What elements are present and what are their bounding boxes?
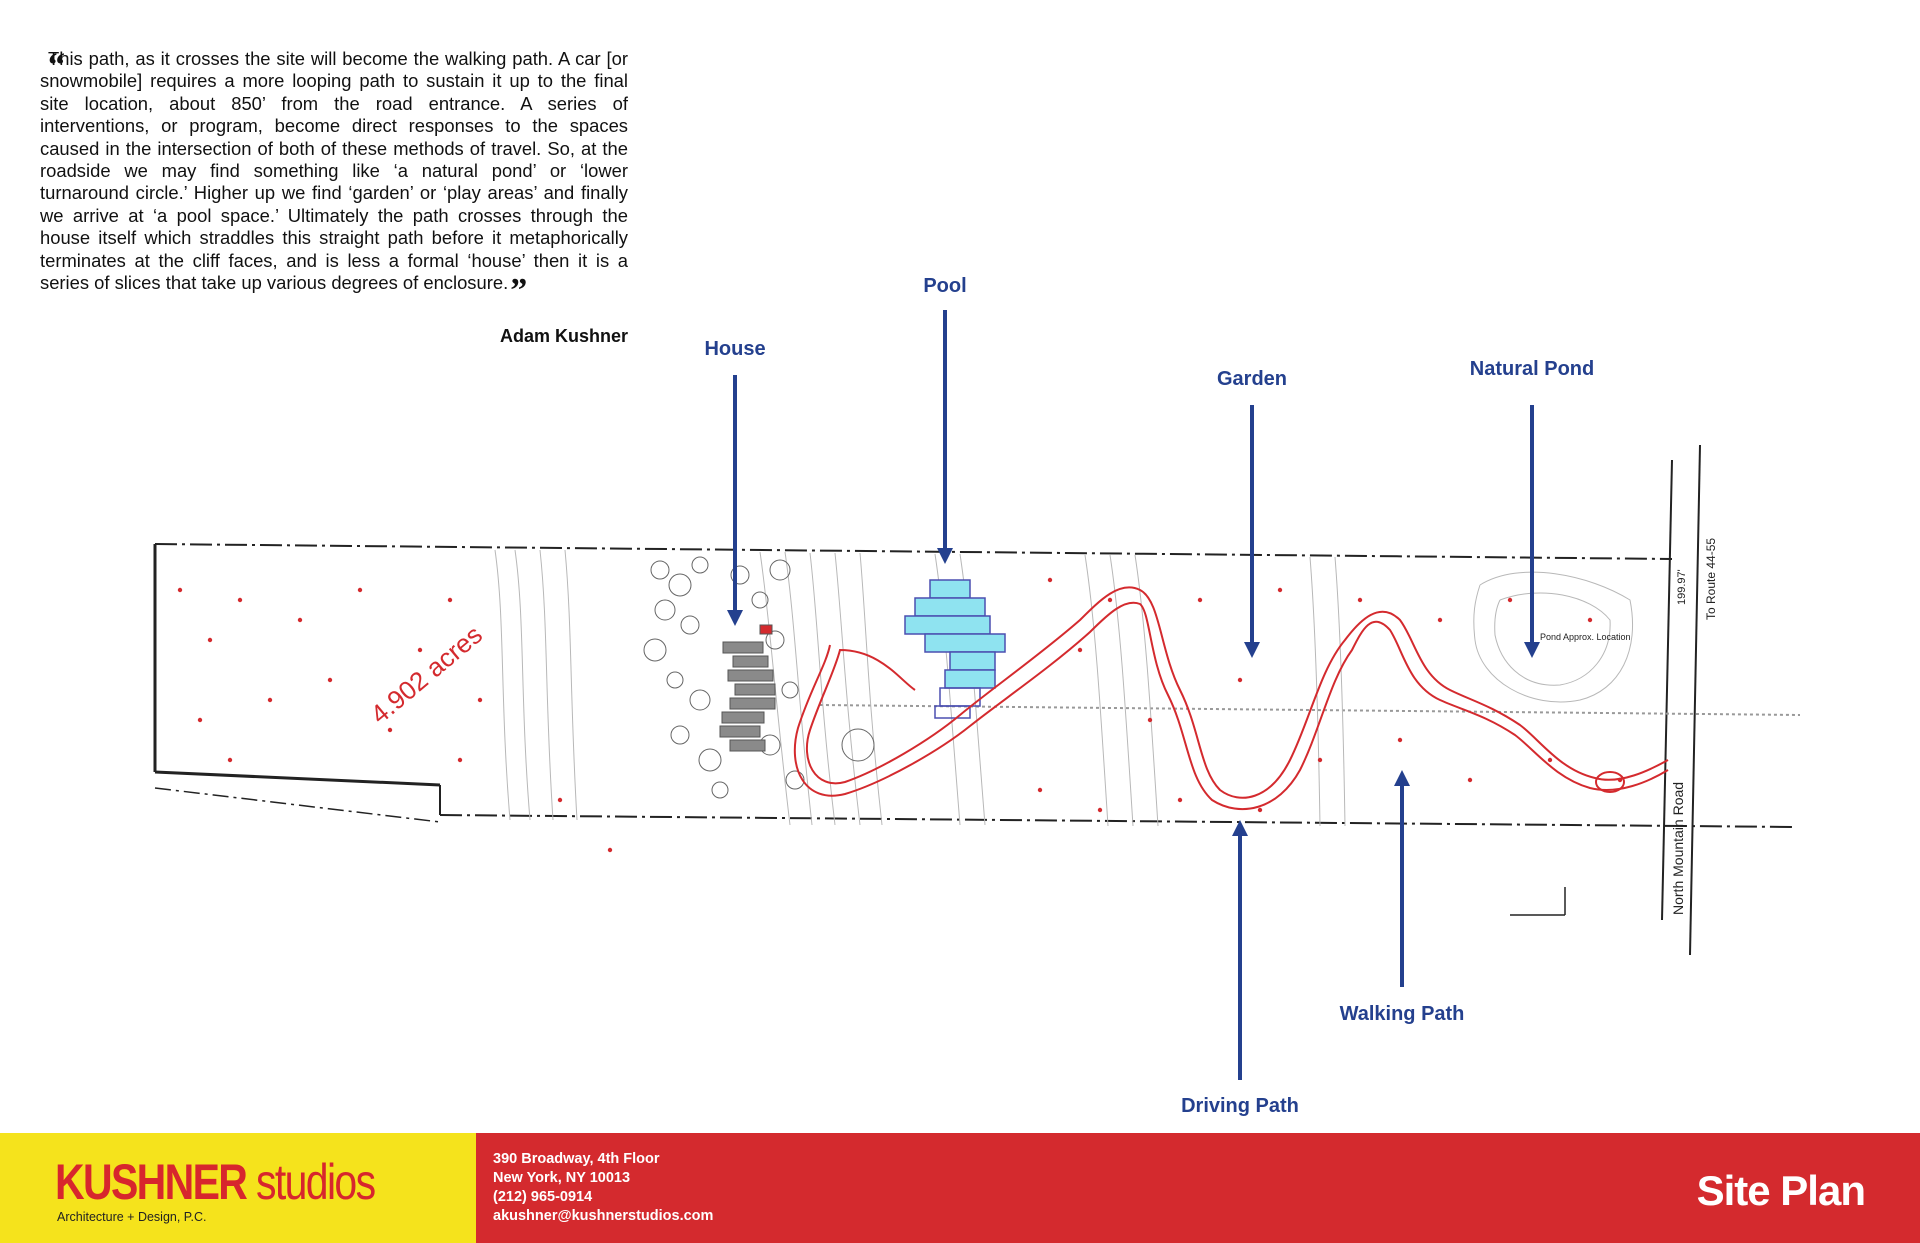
house-label: House (704, 338, 765, 360)
pool-footprint (904, 579, 1006, 719)
house-footprint (719, 624, 776, 752)
natural-pond-label: Natural Pond (1470, 358, 1594, 380)
brand-name: KUSHNER (55, 1154, 248, 1210)
brand-logo: KUSHNER studios (55, 1153, 376, 1211)
brand-tagline: Architecture + Design, P.C. (57, 1210, 207, 1224)
driving-path-label: Driving Path (1181, 1095, 1299, 1117)
annotation-arrows (727, 310, 1540, 1080)
tree-cluster (643, 556, 875, 799)
north-mountain-road (1510, 444, 1701, 956)
dimension-note: 199.97' (1676, 569, 1688, 605)
sheet-title: Site Plan (1696, 1167, 1866, 1214)
email-address[interactable]: akushner@kushnerstudios.com (493, 1208, 714, 1224)
address-line-1: 390 Broadway, 4th Floor (493, 1151, 660, 1167)
walking-path-label: Walking Path (1340, 1003, 1465, 1025)
road-name-label: North Mountain Road (1670, 782, 1686, 915)
pond-note: Pond Approx. Location (1540, 632, 1631, 642)
garden-label: Garden (1217, 368, 1287, 390)
quote-author: Adam Kushner (499, 326, 628, 346)
route-note: To Route 44-55 (1704, 538, 1718, 620)
address-line-2: New York, NY 10013 (493, 1170, 631, 1186)
site-plan-drawing: 4.902 acres North Mountain Road To Route… (153, 275, 1801, 1117)
pool-label: Pool (923, 275, 966, 297)
quote-block: “This path, as it crosses the site will … (40, 47, 628, 346)
brand-panel: KUSHNER studios Architecture + Design, P… (0, 1133, 476, 1243)
property-boundary (153, 543, 1796, 828)
quote-body: This path, as it crosses the site will b… (40, 48, 628, 294)
quote-text: “This path, as it crosses the site will … (40, 47, 628, 310)
acreage-label: 4.902 acres (365, 619, 488, 729)
brand-sub: studios (256, 1154, 376, 1210)
contour-lines (494, 549, 1634, 827)
walking-path-axis (819, 704, 1801, 716)
contact-lines: 390 Broadway, 4th Floor New York, NY 100… (493, 1150, 713, 1226)
driving-path (793, 586, 1669, 811)
survey-points (177, 577, 1623, 853)
close-quote-mark: ” (510, 272, 528, 310)
contact-panel: 390 Broadway, 4th Floor New York, NY 100… (476, 1133, 1920, 1243)
footer-bar: KUSHNER studios Architecture + Design, P… (0, 1133, 1920, 1243)
phone-number: (212) 965-0914 (493, 1189, 593, 1205)
